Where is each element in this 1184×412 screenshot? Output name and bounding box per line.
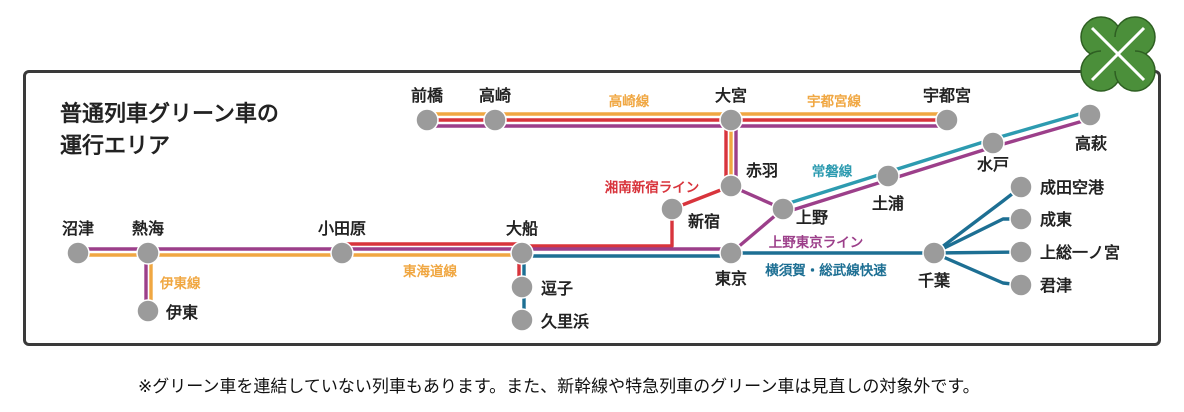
station-utsunomiya <box>935 108 959 132</box>
station-kazusa_ichinomiya <box>1009 240 1033 264</box>
station-label-omiya: 大宮 <box>715 86 747 105</box>
line-label-shonan_shinjuku: 湘南新宿ライン <box>605 179 700 196</box>
station-label-numazu: 沼津 <box>62 219 94 238</box>
station-ofuna <box>510 241 534 265</box>
station-label-atami: 熱海 <box>132 219 164 238</box>
station-label-zushi: 逗子 <box>541 279 573 298</box>
line-label-utsunomiya: 宇都宮線 <box>807 93 861 110</box>
station-shinjuku <box>660 197 684 221</box>
station-ueno <box>771 197 795 221</box>
station-label-mito: 水戸 <box>977 155 1009 174</box>
station-label-takahagi: 高萩 <box>1075 134 1107 153</box>
station-label-kimitsu: 君津 <box>1040 276 1072 295</box>
station-label-akabane: 赤羽 <box>746 161 778 180</box>
track-joban-teal <box>782 109 1091 207</box>
station-label-kazusa_ichinomiya: 上総一ノ宮 <box>1040 243 1120 262</box>
track-shonan-shinjuku <box>522 184 732 248</box>
station-label-shinjuku: 新宿 <box>688 212 720 231</box>
station-takahagi <box>1078 103 1102 127</box>
line-label-joban: 常磐線 <box>812 163 853 180</box>
station-numazu <box>66 241 90 265</box>
station-tsuchiura <box>876 164 900 188</box>
map-title-line2: 運行エリア <box>60 134 171 159</box>
station-label-tsuchiura: 土浦 <box>872 194 904 213</box>
station-atami <box>136 241 160 265</box>
station-kurihama <box>510 308 534 332</box>
map-frame <box>23 70 1161 346</box>
line-label-yokosuka_sobu: 横須賀・総武線快速 <box>765 262 887 279</box>
track-branch-sotobo <box>933 250 1022 255</box>
station-label-chiba: 千葉 <box>918 271 951 290</box>
station-omiya <box>719 108 743 132</box>
line-label-ueno_tokyo: 上野東京ライン <box>769 234 864 251</box>
station-label-utsunomiya: 宇都宮 <box>923 86 971 105</box>
track-joban-purple <box>782 117 1091 215</box>
station-label-ofuna: 大船 <box>506 219 538 238</box>
footnote: ※グリーン車を連結していない列車もあります。また、新幹線や特急列車のグリーン車は… <box>138 377 980 397</box>
station-tokyo <box>719 241 743 265</box>
station-mito <box>981 131 1005 155</box>
map-title-line1: 普通列車グリーン車の <box>60 102 279 127</box>
line-label-takasaki: 高崎線 <box>609 93 650 110</box>
station-ito <box>136 299 160 323</box>
station-label-tokyo: 東京 <box>715 269 747 288</box>
station-akabane <box>719 174 743 198</box>
station-label-naruto: 成東 <box>1040 210 1072 229</box>
station-maebashi <box>415 108 439 132</box>
station-label-takasaki: 高崎 <box>479 86 511 105</box>
green-car-clover-icon <box>1080 16 1156 92</box>
track-branch-naruto <box>933 217 1021 255</box>
station-label-maebashi: 前橋 <box>411 86 444 105</box>
station-zushi <box>510 275 534 299</box>
station-takasaki <box>483 108 507 132</box>
station-label-odawara: 小田原 <box>318 219 366 238</box>
line-label-tokaido: 東海道線 <box>403 263 457 280</box>
clover-cross-b <box>1090 26 1146 82</box>
station-narita_airport <box>1009 175 1033 199</box>
station-odawara <box>330 241 354 265</box>
station-kimitsu <box>1009 273 1033 297</box>
station-naruto <box>1009 207 1033 231</box>
stations-layer <box>66 103 1102 332</box>
station-label-narita_airport: 成田空港 <box>1040 178 1105 197</box>
station-label-kurihama: 久里浜 <box>541 312 589 331</box>
station-chiba <box>922 241 946 265</box>
station-label-ueno: 上野 <box>796 208 828 227</box>
line-label-ito: 伊東線 <box>159 275 201 292</box>
station-label-ito: 伊東 <box>165 303 198 322</box>
